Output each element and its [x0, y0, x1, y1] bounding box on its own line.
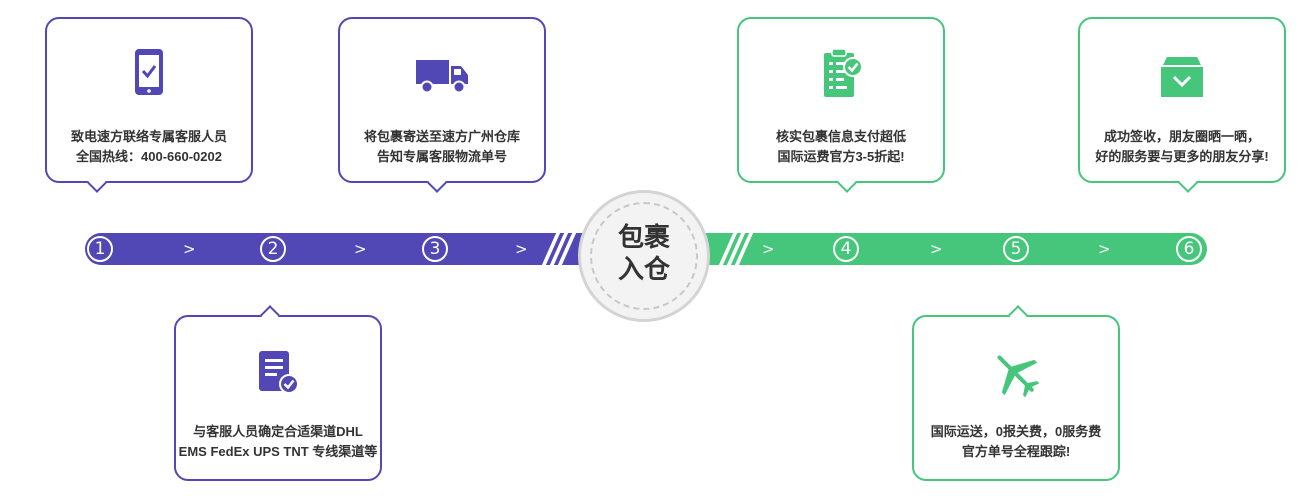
step-arrow: > — [183, 240, 196, 258]
checklist-icon — [818, 47, 864, 107]
card-line: 与客服人员确定合适渠道DHL — [193, 424, 363, 439]
card-step-4-verify-pay: 核实包裹信息支付超低 国际运费官方3-5折起! — [737, 17, 945, 193]
step-arrow: > — [515, 240, 528, 258]
step-marker-5: 5 — [1003, 236, 1029, 262]
timeline-bar-right — [665, 233, 1207, 265]
badge-dashed-ring — [590, 202, 698, 310]
timeline-bar-left — [85, 233, 630, 265]
card-line: 国际运送，0报关费，0服务费 — [930, 424, 1102, 439]
step-arrow: > — [762, 240, 775, 258]
document-check-icon — [255, 349, 301, 403]
step-arrow: > — [354, 240, 367, 258]
truck-icon — [414, 56, 470, 100]
step-marker-3: 3 — [422, 236, 448, 262]
card-line: 将包裹寄送至速方广州仓库 — [363, 129, 520, 144]
badge-label-line: 入仓 — [617, 255, 670, 285]
card-line: 国际运费官方3-5折起! — [777, 149, 905, 164]
card-tail — [87, 173, 107, 193]
card-tail — [1008, 305, 1028, 325]
warehouse-intake-badge: 包裹 入仓 — [578, 190, 710, 322]
card-line: EMS FedEx UPS TNT 专线渠道等 — [178, 444, 378, 459]
step-marker-6: 6 — [1176, 236, 1202, 262]
card-step-1-contact: 致电速方联络专属客服人员 全国热线：400-660-0202 — [45, 17, 253, 193]
card-step-6-delivered: 成功签收，朋友圈晒一晒， 好的服务要与更多的朋友分享! — [1078, 17, 1286, 193]
step-marker-2: 2 — [260, 236, 286, 262]
card-step-3-ship-to-warehouse: 将包裹寄送至速方广州仓库 告知专属客服物流单号 — [338, 17, 546, 193]
airplane-icon — [988, 347, 1044, 407]
box-check-icon — [1157, 55, 1207, 105]
card-line: 告知专属客服物流单号 — [376, 149, 507, 164]
step-arrow: > — [1098, 240, 1111, 258]
card-tail — [1178, 173, 1198, 193]
card-line: 官方单号全程跟踪! — [961, 444, 1071, 459]
card-line: 全国热线：400-660-0202 — [76, 149, 222, 164]
card-tail — [427, 173, 447, 193]
card-step-2-choose-channel: 与客服人员确定合适渠道DHL EMS FedEx UPS TNT 专线渠道等 — [174, 305, 382, 481]
card-line: 成功签收，朋友圈晒一晒， — [1103, 129, 1260, 144]
card-step-5-international-shipping: 国际运送，0报关费，0服务费 官方单号全程跟踪! — [912, 305, 1120, 481]
step-marker-4: 4 — [833, 236, 859, 262]
step-marker-1: 1 — [87, 236, 113, 262]
card-tail — [837, 173, 857, 193]
card-line: 好的服务要与更多的朋友分享! — [1095, 149, 1269, 164]
card-tail — [260, 305, 280, 325]
step-arrow: > — [930, 240, 943, 258]
phone-check-icon — [132, 47, 166, 103]
badge-label-line: 包裹 — [617, 223, 670, 253]
card-line: 核实包裹信息支付超低 — [775, 129, 906, 144]
card-line: 致电速方联络专属客服人员 — [70, 129, 227, 144]
